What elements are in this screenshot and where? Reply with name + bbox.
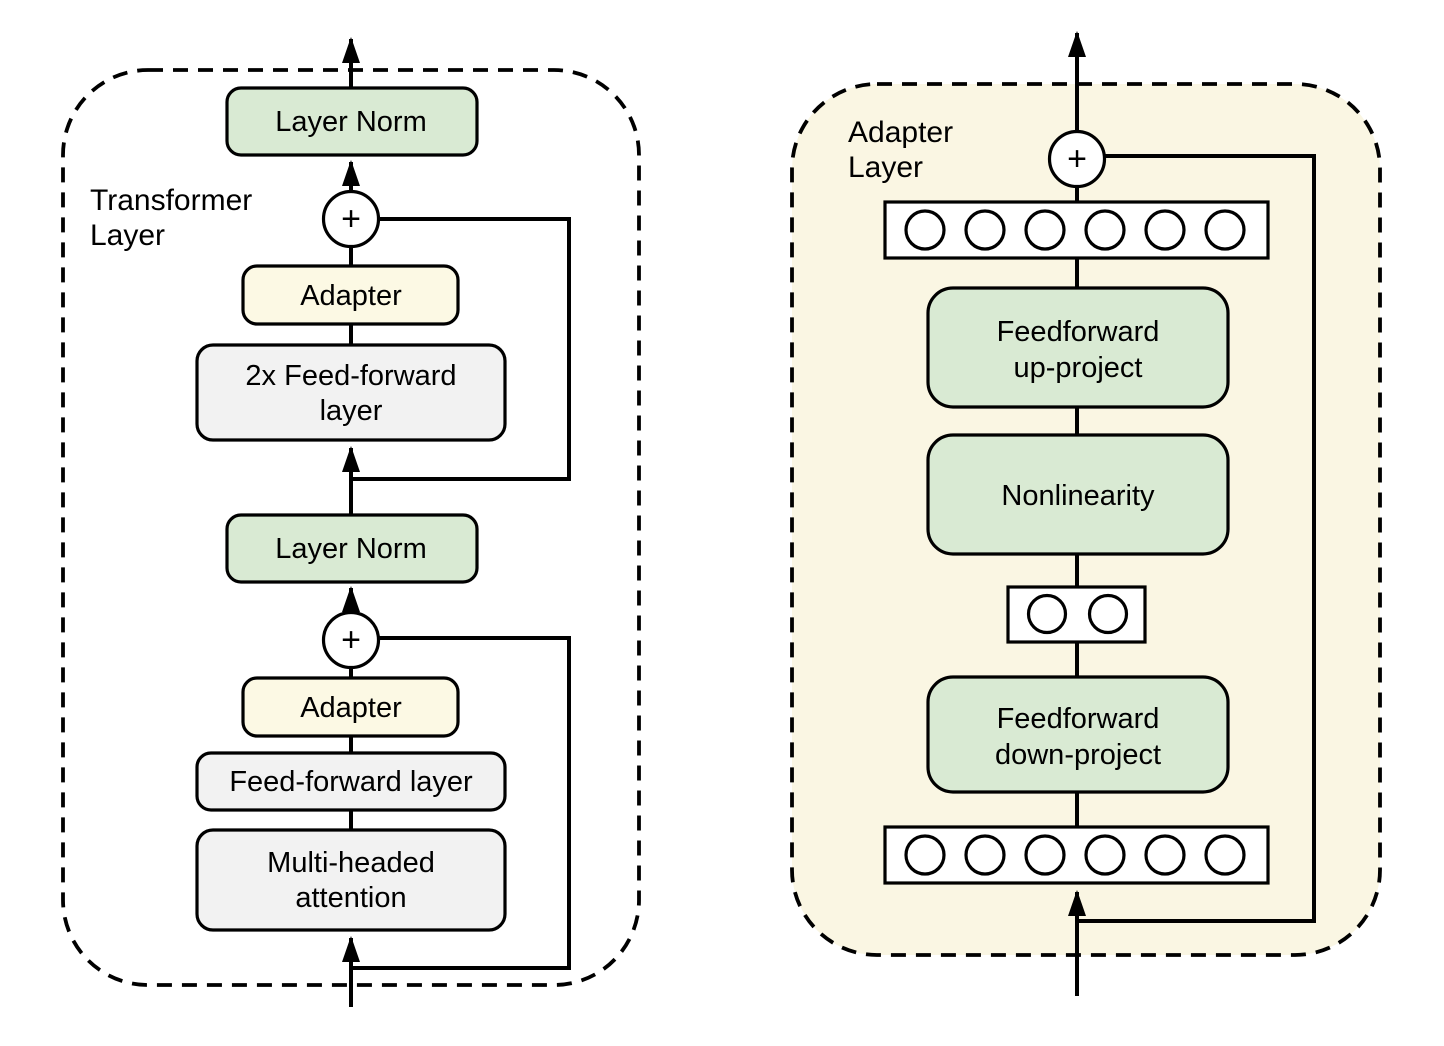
adapter-bottom-box [241,676,460,738]
transformer-layer-panel: Layer Norm + Adapter 2x Feed-forward lay… [61,37,641,1007]
feature-unit-circle [1084,209,1126,251]
feature-unit-circle [1144,834,1186,876]
multi-headed-attention-label-line2: attention [295,882,406,914]
feature-unit-circle [904,209,946,251]
feed-forward-2x-box [195,343,507,442]
adapter-bottom-label: Adapter [300,692,402,724]
feature-unit-circle [964,834,1006,876]
feedforward-down-project-label-line2: down-project [995,739,1161,771]
feature-unit-circle [1087,593,1129,635]
layer-norm-top-box [225,86,479,157]
feature-unit-circle [1024,209,1066,251]
feature-unit-circle [964,209,1006,251]
plus-icon: + [341,621,361,659]
feature-unit-circle [1204,209,1246,251]
transformer-layer-label-line1: Transformer [90,184,252,217]
transformer-layer-label-line2: Layer [90,219,165,252]
feature-vector-top-circles [904,209,1246,251]
feedforward-up-project-label-line1: Feedforward [997,316,1160,348]
plus-icon: + [1067,140,1087,178]
skip-connection-upper-left [351,217,571,481]
adapter-top-label: Adapter [300,280,402,312]
adapter-top-box [241,264,460,326]
feature-unit-circle [904,834,946,876]
layer-norm-top-label: Layer Norm [275,106,427,138]
add-circle-adapter [1047,129,1107,189]
feature-unit-circle [1026,593,1068,635]
nonlinearity-box [926,433,1230,556]
multi-headed-attention-box [195,828,507,932]
feature-unit-circle [1084,834,1126,876]
add-circle-top-left [321,189,381,249]
feature-vector-bottom-circles [904,834,1246,876]
skip-connection-adapter [1079,154,1316,923]
feed-forward-label: Feed-forward layer [229,766,473,798]
feature-vector-top-box [883,200,1270,260]
feedforward-up-project-box [926,286,1230,409]
feedforward-down-project-label-line1: Feedforward [997,703,1160,735]
nonlinearity-label: Nonlinearity [1001,480,1155,512]
feature-unit-circle [1024,834,1066,876]
bottleneck-vector-circles [1026,593,1129,635]
skip-connection-lower-left [351,636,571,970]
layer-norm-bottom-label: Layer Norm [275,533,427,565]
feed-forward-2x-label-line2: layer [320,395,383,427]
add-circle-bottom-left [321,610,381,670]
feedforward-down-project-box [926,675,1230,794]
adapter-layer-label-line2: Layer [848,151,923,184]
plus-icon: + [341,200,361,238]
adapter-layer-panel: + Feedforward up-project Nonlinearity Fe… [790,31,1382,996]
multi-headed-attention-label-line1: Multi-headed [267,847,435,879]
feedforward-up-project-label-line2: up-project [1014,352,1143,384]
feed-forward-2x-label-line1: 2x Feed-forward [245,360,456,392]
layer-norm-bottom-box [225,513,479,584]
feed-forward-box [195,751,507,812]
adapter-layer-label-line1: Adapter [848,116,953,149]
feature-unit-circle [1204,834,1246,876]
feature-vector-bottom-box [883,825,1270,885]
feature-unit-circle [1144,209,1186,251]
